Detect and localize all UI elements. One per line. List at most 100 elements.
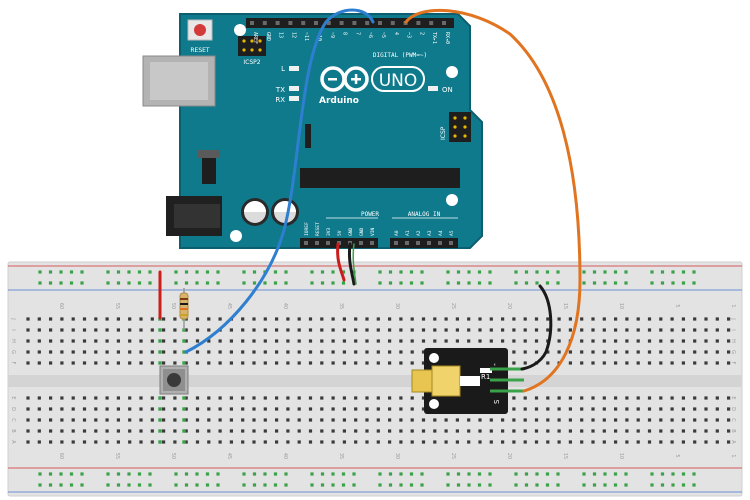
breadboard-hole [342,328,346,332]
breadboard-hole [659,317,663,321]
rail-hole [127,472,131,476]
breadboard-hole [342,350,346,354]
breadboard-hole [195,328,200,332]
breadboard-hole [410,361,414,365]
breadboard-hole [410,350,414,354]
breadboard-hole [670,350,674,354]
breadboard-hole [659,339,663,343]
wires [158,8,582,393]
column-number: 5 [674,304,680,307]
breadboard-hole [49,418,53,422]
rail-hole [681,483,686,487]
breadboard-hole [128,418,132,422]
rail-hole [127,483,131,487]
breadboard-hole [207,440,211,444]
rail-hole [80,472,84,476]
rail-hole [524,483,529,487]
digital-pin-label: ~9 [329,32,335,38]
row-letter: G [10,350,16,354]
breadboard-hole [94,339,98,343]
rail-hole [352,472,356,476]
breadboard-hole [82,328,87,332]
rail-hole [671,472,675,476]
rail-hole [48,281,53,285]
breadboard-hole [71,440,75,444]
breadboard-hole [681,361,685,365]
breadboard-hole [37,328,41,332]
breadboard-hole [365,440,369,444]
breadboard-hole [636,339,640,343]
icsp-label: ICSP [440,126,447,140]
analog-pin-label: A4 [438,230,444,236]
rail-hole [127,270,131,274]
breadboard-hole [388,396,392,400]
breadboard-hole [444,339,448,343]
header-pin [416,241,420,245]
rail-hole [341,270,346,274]
breadboard-hole [489,328,493,332]
breadboard-hole [116,350,120,354]
breadboard-hole [523,350,527,354]
breadboard-hole [614,396,618,400]
breadboard-hole [173,317,177,321]
breadboard-hole [410,440,414,444]
connected-hole [182,396,186,400]
breadboard-hole [557,440,561,444]
breadboard-hole [218,407,222,411]
rail-hole [535,281,539,285]
breadboard-hole [82,339,87,343]
breadboard-hole [275,440,279,444]
rail-hole [116,270,121,274]
power-pin-label: GND [359,227,365,236]
breadboard-hole [399,429,403,433]
reset-button-cap [194,24,206,36]
breadboard-hole [534,440,539,444]
breadboard-hole [534,317,539,321]
breadboard-hole [704,361,708,365]
breadboard-hole [376,361,380,365]
breadboard-hole [421,361,426,365]
breadboard-hole [444,317,448,321]
rail-hole [331,472,335,476]
breadboard-hole [354,339,358,343]
breadboard-hole [252,396,256,400]
breadboard-hole [60,396,64,400]
breadboard-hole [297,429,301,433]
rail-hole [174,281,178,285]
row-letter: E [10,396,16,399]
column-number: 60 [58,453,64,459]
breadboard-hole [184,396,188,400]
breadboard-hole [580,396,584,400]
breadboard-hole [173,350,177,354]
rail-hole [184,281,189,285]
rail-hole [80,270,84,274]
header-pin [449,241,453,245]
usb-connector-inner [150,62,208,100]
breadboard-hole [71,317,75,321]
breadboard-hole [614,440,618,444]
column-number: 35 [338,303,344,309]
breadboard-hole [116,396,120,400]
breadboard-hole [388,328,392,332]
header-pin [378,21,382,25]
breadboard-hole [94,350,98,354]
rail-hole [650,483,654,487]
rail-hole [456,270,461,274]
rail-hole [650,472,654,476]
breadboard-hole [376,440,380,444]
breadboard-hole [49,407,53,411]
breadboard-hole [60,418,64,422]
breadboard-hole [388,429,392,433]
rail-hole [692,472,696,476]
laser-diode-head [431,365,461,397]
breadboard-hole [659,407,663,411]
breadboard-hole [173,328,177,332]
breadboard-hole [557,418,561,422]
connected-hole [182,339,186,343]
breadboard-hole [105,440,109,444]
rail-hole [446,281,450,285]
row-letter: G [730,350,736,354]
digital-pin-label: AREF [252,32,258,44]
rail-hole [582,472,586,476]
